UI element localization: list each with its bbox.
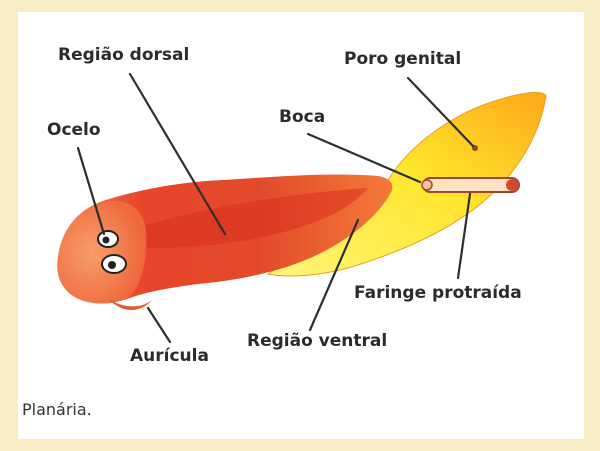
label-boca: Boca [279,107,325,127]
label-faringe-protraida: Faringe protraída [354,283,522,303]
figure-frame: Região dorsal Poro genital Ocelo Boca Fa… [18,12,584,439]
label-regiao-ventral: Região ventral [247,331,387,351]
label-poro-genital: Poro genital [344,49,461,69]
pharynx-tube [422,178,519,192]
ocelo-left-icon [98,231,118,247]
planarian-diagram: Região dorsal Poro genital Ocelo Boca Fa… [18,12,584,439]
head-shape [57,201,146,304]
label-auricula: Aurícula [130,346,209,366]
ocelo-right-icon [102,255,126,273]
leader-auricula [148,308,170,342]
figure-caption: Planária. [22,400,92,419]
label-ocelo: Ocelo [47,120,101,140]
label-regiao-dorsal: Região dorsal [58,45,189,65]
